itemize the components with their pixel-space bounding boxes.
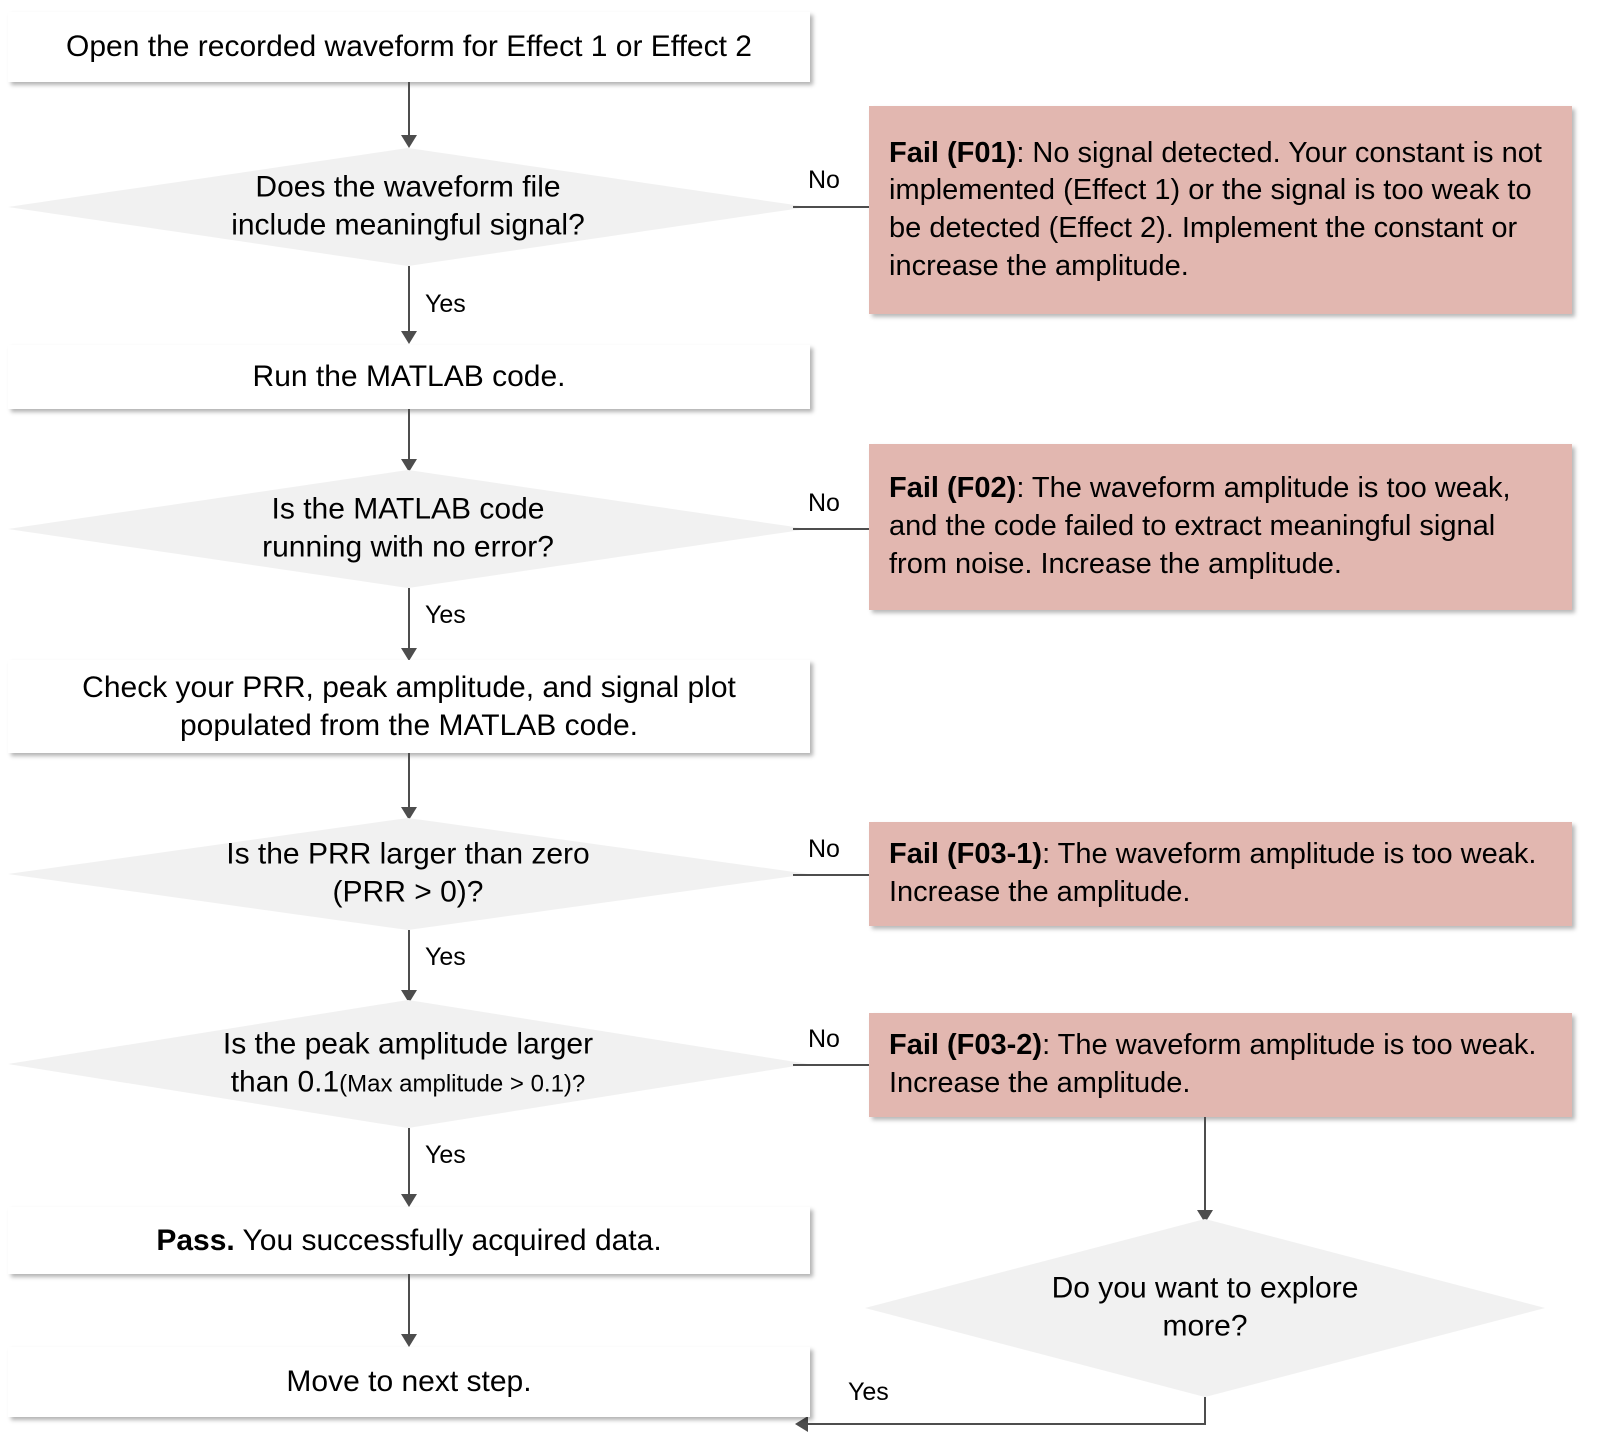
node-decision-matlab-no-error-label: Is the MATLAB code running with no error… (104, 491, 712, 568)
decision-line-2: include meaningful signal? (231, 209, 585, 242)
node-pass-bold: Pass. (156, 1223, 235, 1257)
node-fail-f03-1-body: : The waveform amplitude is too weak. In… (889, 838, 1537, 908)
node-pass-rest: You successfully acquired data. (234, 1223, 662, 1257)
decision-line-2: more? (1162, 1310, 1248, 1343)
node-open-waveform-label: Open the recorded waveform for Effect 1 … (66, 30, 752, 64)
connector-d3-to-d4 (408, 930, 410, 992)
arrowhead-f032-to-d5 (1197, 1210, 1213, 1223)
node-fail-f03-2-code: Fail (F03-2) (889, 1029, 1043, 1062)
edge-label-d4-no: No (808, 1025, 840, 1053)
node-check-prr-label: Check your PRR, peak amplitude, and sign… (82, 669, 736, 745)
edge-label-d1-no: No (808, 166, 840, 194)
arrowhead-d1-to-run (401, 331, 417, 344)
node-move-next-step-label: Move to next step. (286, 1365, 532, 1399)
node-fail-f01-text: Fail (F01): No signal detected. Your con… (889, 135, 1556, 286)
arrowhead-run-to-d2 (401, 459, 417, 472)
connector-d2-to-check (408, 588, 410, 650)
connector-d5-to-next (808, 1423, 1206, 1425)
node-check-prr[interactable]: Check your PRR, peak amplitude, and sign… (8, 660, 810, 753)
node-fail-f01[interactable]: Fail (F01): No signal detected. Your con… (869, 106, 1572, 314)
connector-d1-to-run (408, 266, 410, 333)
node-decision-matlab-no-error[interactable]: Is the MATLAB code running with no error… (8, 470, 808, 588)
node-fail-f03-1-text: Fail (F03-1): The waveform amplitude is … (889, 836, 1556, 911)
connector-d5-down (1204, 1397, 1206, 1425)
node-pass[interactable]: Pass. You successfully acquired data. (8, 1207, 810, 1274)
decision-line-2: running with no error? (262, 531, 554, 564)
node-fail-f03-1[interactable]: Fail (F03-1): The waveform amplitude is … (869, 822, 1572, 926)
arrowhead-d2-to-check (401, 648, 417, 661)
connector-start-to-d1 (408, 82, 410, 137)
node-check-prr-line-2: populated from the MATLAB code. (179, 708, 639, 742)
arrowhead-start-to-d1 (401, 135, 417, 148)
decision-line-1: Does the waveform file (255, 170, 561, 204)
connector-run-to-d2 (408, 409, 410, 461)
decision-line-2: than 0.1(Max amplitude > 0.1)? (104, 1064, 712, 1102)
node-fail-f02[interactable]: Fail (F02): The waveform amplitude is to… (869, 444, 1572, 610)
node-fail-f02-code: Fail (F02) (889, 472, 1017, 505)
node-decision-meaningful-signal[interactable]: Does the waveform file include meaningfu… (8, 148, 808, 266)
decision-line-2-main: than 0.1 (230, 1066, 340, 1099)
node-fail-f01-code: Fail (F01) (889, 136, 1017, 169)
node-decision-explore-more-label: Do you want to explore more? (947, 1270, 1464, 1347)
edge-label-d3-no: No (808, 835, 840, 863)
connector-d4-to-pass (408, 1128, 410, 1196)
node-run-matlab-label: Run the MATLAB code. (252, 360, 566, 394)
edge-label-d2-no: No (808, 489, 840, 517)
node-fail-f03-2[interactable]: Fail (F03-2): The waveform amplitude is … (869, 1013, 1572, 1117)
decision-line-1: Do you want to explore (1051, 1271, 1359, 1305)
connector-check-to-d3 (408, 753, 410, 809)
node-decision-explore-more[interactable]: Do you want to explore more? (865, 1219, 1545, 1397)
node-decision-prr-gt-zero-label: Is the PRR larger than zero (PRR > 0)? (104, 836, 712, 913)
node-pass-label: Pass. You successfully acquired data. (156, 1222, 661, 1260)
edge-label-d5-yes: Yes (848, 1378, 889, 1406)
decision-line-2: (PRR > 0)? (332, 876, 484, 909)
node-fail-f03-2-body: : The waveform amplitude is too weak. In… (889, 1029, 1537, 1099)
node-fail-f01-body: : No signal detected. Your constant is n… (889, 136, 1542, 282)
decision-line-1: Is the MATLAB code (271, 492, 545, 526)
node-fail-f02-text: Fail (F02): The waveform amplitude is to… (889, 470, 1556, 583)
node-run-matlab[interactable]: Run the MATLAB code. (8, 345, 810, 409)
node-decision-peak-amplitude[interactable]: Is the peak amplitude larger than 0.1(Ma… (8, 1000, 808, 1128)
node-fail-f03-2-text: Fail (F03-2): The waveform amplitude is … (889, 1027, 1556, 1102)
edge-label-d4-yes: Yes (425, 1141, 466, 1169)
arrowhead-pass-to-next (401, 1334, 417, 1347)
arrowhead-d5-to-next (795, 1416, 808, 1432)
node-open-waveform[interactable]: Open the recorded waveform for Effect 1 … (8, 12, 810, 82)
edge-label-d3-yes: Yes (425, 943, 466, 971)
connector-d3-to-f031 (793, 874, 870, 876)
connector-f032-to-d5 (1204, 1117, 1206, 1212)
arrowhead-d3-to-d4 (401, 990, 417, 1003)
connector-d1-to-f01 (793, 206, 870, 208)
node-check-prr-line-1: Check your PRR, peak amplitude, and sign… (82, 670, 736, 704)
node-fail-f03-1-code: Fail (F03-1) (889, 838, 1043, 871)
connector-d4-to-f032 (793, 1064, 870, 1066)
node-decision-peak-amplitude-label: Is the peak amplitude larger than 0.1(Ma… (104, 1026, 712, 1103)
node-move-next-step[interactable]: Move to next step. (8, 1347, 810, 1417)
arrowhead-d4-to-pass (401, 1194, 417, 1207)
edge-label-d1-yes: Yes (425, 290, 466, 318)
connector-d2-to-f02 (793, 528, 870, 530)
edge-label-d2-yes: Yes (425, 601, 466, 629)
decision-line-2-small: (Max amplitude > 0.1)? (339, 1071, 586, 1098)
node-decision-prr-gt-zero[interactable]: Is the PRR larger than zero (PRR > 0)? (8, 818, 808, 930)
connector-pass-to-next (408, 1274, 410, 1336)
node-fail-f02-body: : The waveform amplitude is too weak, an… (889, 472, 1511, 580)
arrowhead-check-to-d3 (401, 807, 417, 820)
node-decision-meaningful-signal-label: Does the waveform file include meaningfu… (104, 169, 712, 246)
decision-line-1: Is the peak amplitude larger (222, 1027, 594, 1061)
decision-line-1: Is the PRR larger than zero (226, 837, 590, 871)
